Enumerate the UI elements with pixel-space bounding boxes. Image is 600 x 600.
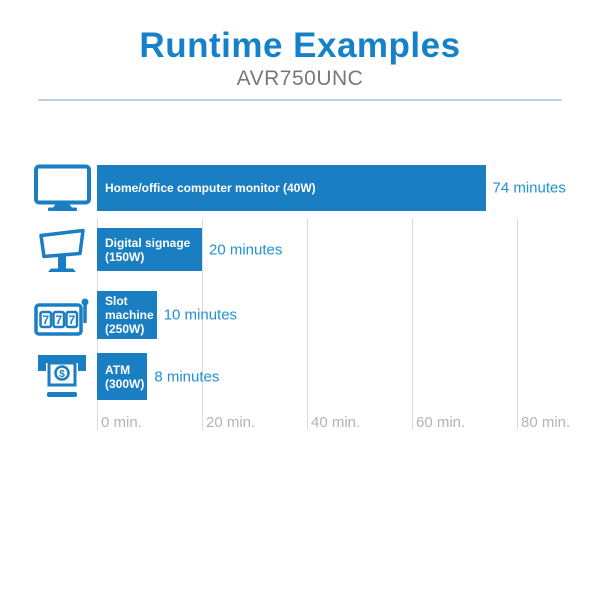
gridline bbox=[517, 218, 518, 430]
bar-label: machine bbox=[105, 308, 154, 322]
x-tick-label: 20 min. bbox=[206, 414, 256, 431]
gridline bbox=[307, 218, 308, 430]
runtime-bar: Home/office computer monitor (40W) bbox=[97, 165, 486, 211]
header-divider bbox=[38, 99, 562, 101]
bar-label: Slot bbox=[105, 294, 128, 308]
digital-signage-icon bbox=[32, 227, 92, 272]
gridline bbox=[202, 218, 203, 430]
x-tick-label: 40 min. bbox=[311, 414, 361, 431]
page-title: Runtime Examples bbox=[139, 26, 461, 65]
x-tick-label: 0 min. bbox=[101, 414, 142, 431]
runtime-bar: ATM (300W) bbox=[97, 353, 148, 400]
chart-row-computer-monitor: Home/office computer monitor (40W) 74 mi… bbox=[0, 164, 600, 212]
model-subtitle: AVR750UNC bbox=[236, 67, 364, 90]
chart-row-atm: $ ATM (300W) 8 minutes bbox=[0, 353, 600, 400]
runtime-bar: Digital signage (150W) bbox=[97, 228, 202, 271]
gridline bbox=[412, 218, 413, 430]
svg-text:$: $ bbox=[59, 369, 65, 380]
bar-label: (300W) bbox=[105, 376, 145, 391]
chart-row-digital-signage: Digital signage (150W) 20 minutes bbox=[0, 227, 600, 272]
bar-label: (150W) bbox=[105, 249, 145, 264]
svg-text:7: 7 bbox=[55, 313, 62, 327]
computer-monitor-icon bbox=[32, 164, 92, 212]
runtime-value-label: 74 minutes bbox=[492, 179, 566, 197]
runtime-bar: Slot machine (250W) bbox=[97, 291, 157, 339]
bar-label: Digital signage bbox=[105, 235, 191, 250]
svg-text:7: 7 bbox=[42, 313, 49, 327]
svg-text:7: 7 bbox=[68, 313, 75, 327]
atm-icon: $ bbox=[32, 352, 92, 402]
runtime-value-label: 10 minutes bbox=[163, 306, 238, 324]
runtime-value-label: 20 minutes bbox=[209, 241, 283, 258]
bar-label: Home/office computer monitor (40W) bbox=[105, 181, 316, 195]
x-tick-label: 80 min. bbox=[521, 414, 571, 431]
chart-row-slot-machine: 7 7 7 Slot machine (250W) 10 minutes bbox=[0, 291, 600, 339]
bar-label: ATM bbox=[105, 362, 131, 377]
bar-label: (250W) bbox=[105, 322, 145, 336]
slot-machine-icon: 7 7 7 bbox=[32, 293, 92, 337]
runtime-value-label: 8 minutes bbox=[154, 368, 220, 385]
x-tick-label: 60 min. bbox=[416, 414, 466, 431]
